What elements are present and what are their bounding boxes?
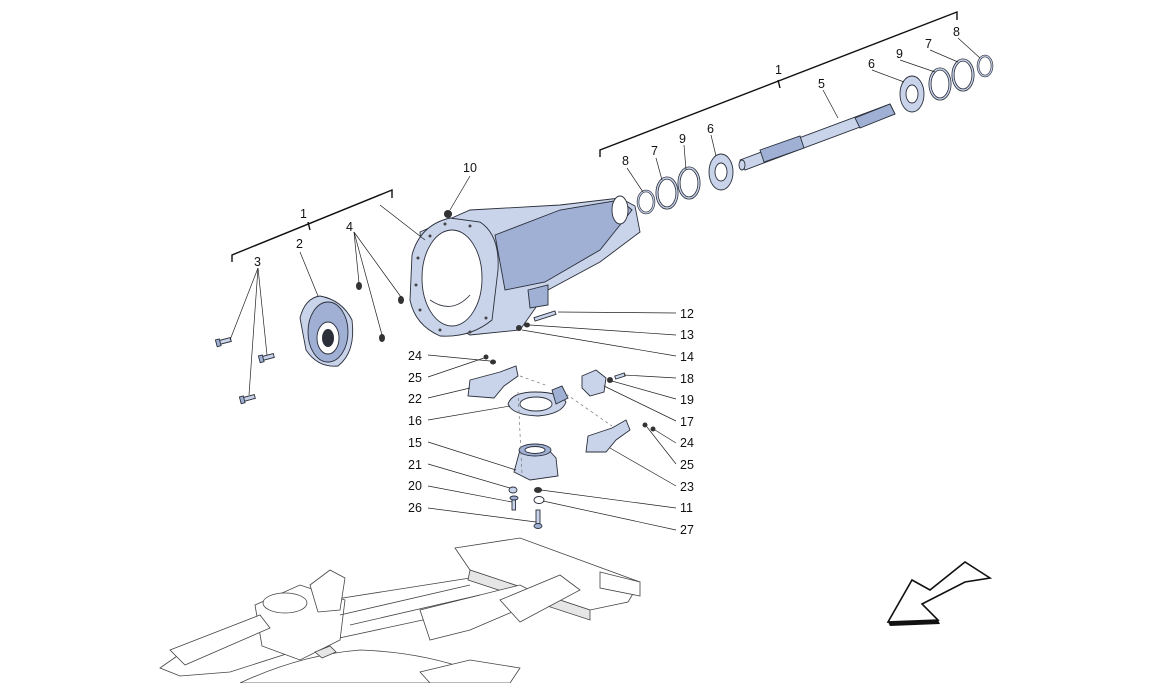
label-part-25-right: 25 bbox=[680, 458, 694, 472]
ring-part-9-left bbox=[677, 166, 701, 200]
mount-bracket-part-16 bbox=[507, 385, 569, 417]
label-part-3: 3 bbox=[254, 255, 261, 269]
label-part-9-right: 9 bbox=[896, 47, 903, 61]
bolts-part-3 bbox=[214, 336, 275, 405]
label-part-23: 23 bbox=[680, 480, 694, 494]
assembly-axis-line bbox=[565, 393, 613, 427]
washer-part-27 bbox=[533, 496, 545, 504]
label-part-22: 22 bbox=[408, 392, 422, 406]
bracket-part-23 bbox=[585, 419, 631, 453]
label-part-17: 17 bbox=[680, 415, 694, 429]
label-part-25-left: 25 bbox=[408, 371, 422, 385]
label-part-24-right: 24 bbox=[680, 436, 694, 450]
assembly-bracket-right bbox=[599, 10, 958, 157]
label-part-10: 10 bbox=[463, 161, 477, 175]
label-part-16: 16 bbox=[408, 414, 422, 428]
leader-lines bbox=[229, 37, 981, 531]
mount-part-15 bbox=[513, 443, 559, 481]
label-part-24-left: 24 bbox=[408, 349, 422, 363]
nut-part-11 bbox=[534, 487, 542, 493]
stud-part-12 bbox=[533, 310, 557, 322]
label-part-15: 15 bbox=[408, 436, 422, 450]
label-part-14: 14 bbox=[680, 350, 694, 364]
label-part-21: 21 bbox=[408, 458, 422, 472]
label-part-6-left: 6 bbox=[707, 122, 714, 136]
bell-cover-part-2 bbox=[299, 295, 354, 367]
ring-part-9-right bbox=[928, 67, 952, 101]
nut-part-24-right bbox=[650, 426, 656, 432]
assembly-axis-line bbox=[517, 391, 523, 475]
label-part-20: 20 bbox=[408, 479, 422, 493]
label-part-7-left: 7 bbox=[651, 144, 658, 158]
snap-ring-part-8-left bbox=[636, 189, 656, 215]
label-part-26: 26 bbox=[408, 501, 422, 515]
nut-part-24-left bbox=[490, 359, 496, 365]
ring-part-7-left bbox=[655, 176, 679, 210]
label-part-1-left: 1 bbox=[300, 207, 307, 221]
shaft-part-5 bbox=[738, 103, 896, 171]
chassis-frame bbox=[159, 537, 641, 683]
bracket-part-22 bbox=[467, 365, 519, 399]
part-number-labels: 1 1 2 3 4 5 6 6 7 7 8 8 9 9 10 11 12 13 … bbox=[254, 25, 960, 537]
label-part-7-right: 7 bbox=[925, 37, 932, 51]
washer-part-25-right bbox=[642, 422, 648, 428]
washer-part-21 bbox=[508, 486, 518, 494]
nut-part-14 bbox=[516, 325, 522, 331]
bearing-part-6-right bbox=[899, 75, 925, 113]
ring-part-7-right bbox=[951, 58, 975, 92]
label-part-18: 18 bbox=[680, 372, 694, 386]
label-part-2: 2 bbox=[296, 237, 303, 251]
label-part-9-left: 9 bbox=[679, 132, 686, 146]
washer-part-25-left bbox=[483, 354, 489, 360]
bearing-part-6-left bbox=[708, 153, 734, 191]
label-part-13: 13 bbox=[680, 328, 694, 342]
bolt-part-26 bbox=[533, 509, 543, 529]
gearbox-housing bbox=[409, 195, 641, 337]
bolt-part-18 bbox=[614, 372, 626, 380]
arrow-down-left-icon bbox=[886, 561, 993, 626]
label-part-1-right: 1 bbox=[775, 63, 782, 77]
washer-part-19 bbox=[607, 377, 613, 383]
label-part-6-right: 6 bbox=[868, 57, 875, 71]
assembly-axis-line bbox=[519, 375, 549, 387]
label-part-4: 4 bbox=[346, 220, 353, 234]
label-part-5: 5 bbox=[818, 77, 825, 91]
dowel-pins-part-4 bbox=[356, 282, 404, 342]
washer-part-13 bbox=[524, 322, 530, 328]
label-part-8-right: 8 bbox=[953, 25, 960, 39]
label-part-27: 27 bbox=[680, 523, 694, 537]
snap-ring-part-8-right bbox=[976, 54, 994, 78]
label-part-11: 11 bbox=[680, 501, 693, 515]
label-part-8-left: 8 bbox=[622, 154, 629, 168]
bolt-part-20 bbox=[509, 495, 519, 511]
label-part-12: 12 bbox=[680, 307, 694, 321]
label-part-19: 19 bbox=[680, 393, 694, 407]
assembly-bracket-left bbox=[231, 188, 393, 262]
bolt-part-10 bbox=[444, 210, 452, 218]
block-part-17 bbox=[581, 369, 607, 397]
